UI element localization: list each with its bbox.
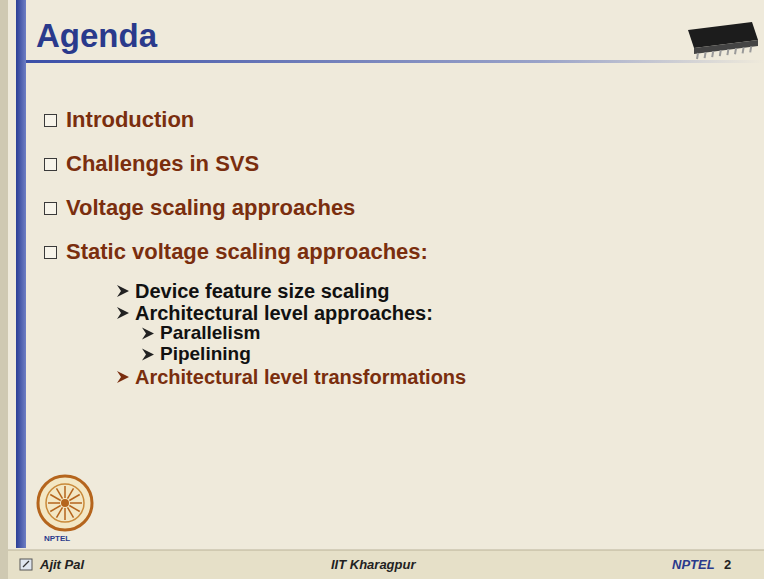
slide-title: Agenda [36, 18, 157, 54]
arrow-bullet [117, 371, 129, 383]
footer-nptel: NPTEL [672, 558, 715, 572]
footer-bar [8, 550, 764, 579]
arrow-bullet [142, 327, 154, 339]
arrow-bullet [142, 348, 154, 360]
checkbox-bullet [44, 114, 57, 127]
title-underline [26, 60, 764, 63]
footer-author: Ajit Pal [40, 558, 84, 572]
checkbox-bullet [44, 202, 57, 215]
nptel-logo [38, 476, 92, 530]
left-bar [16, 0, 26, 548]
agenda-item: Introduction [66, 108, 194, 132]
page-number: 2 [724, 558, 731, 572]
arrow-bullet [117, 307, 129, 319]
slide-border [0, 0, 8, 579]
sub-item: Architectural level approaches: [135, 302, 433, 324]
sub-sub-item: Pipelining [160, 344, 251, 365]
agenda-item: Static voltage scaling approaches: [66, 240, 428, 264]
sub-sub-item: Parallelism [160, 323, 260, 344]
sub-item: Architectural level transformations [135, 366, 466, 388]
arrow-bullet [117, 285, 129, 297]
footer-institute: IIT Kharagpur [331, 558, 416, 572]
logo-text: NPTEL [44, 535, 70, 544]
agenda-item: Challenges in SVS [66, 152, 259, 176]
sub-item: Device feature size scaling [135, 280, 390, 302]
checkbox-bullet [44, 246, 57, 259]
footer-rule [8, 550, 764, 551]
chip-icon [688, 22, 758, 59]
speaker-icon [20, 559, 32, 570]
checkbox-bullet [44, 158, 57, 171]
agenda-item: Voltage scaling approaches [66, 196, 355, 220]
